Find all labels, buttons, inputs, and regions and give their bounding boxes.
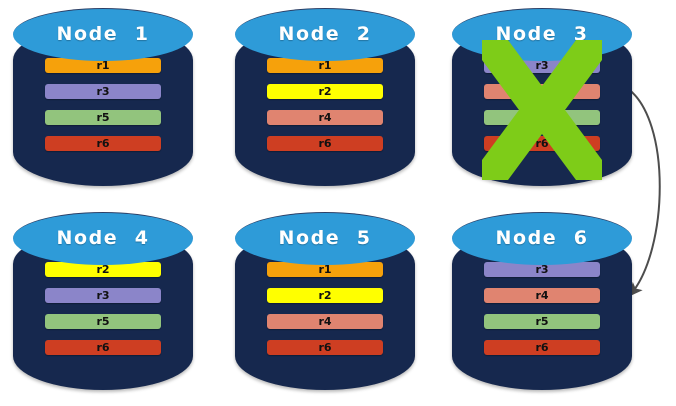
database-node-6[interactable]: r3 r4 r5 r6 Node 6 (452, 212, 632, 390)
replica-bar[interactable]: r1 (267, 262, 383, 277)
replica-bar[interactable]: r5 (45, 314, 161, 329)
replica-list: r1 r2 r4 r6 (267, 58, 383, 162)
replica-bar[interactable]: r3 (484, 262, 600, 277)
database-node-1[interactable]: r1 r3 r5 r6 Node 1 (13, 8, 193, 186)
node-label: Node 4 (56, 227, 150, 249)
replica-bar[interactable]: r6 (267, 136, 383, 151)
node-cylinder-top (13, 8, 193, 61)
replica-list: r2 r3 r5 r6 (45, 262, 161, 366)
replica-list: r1 r2 r4 r6 (267, 262, 383, 366)
replica-bar[interactable]: r4 (267, 314, 383, 329)
database-node-4[interactable]: r2 r3 r5 r6 Node 4 (13, 212, 193, 390)
node-cylinder-top (235, 8, 415, 61)
replica-bar[interactable]: r2 (267, 288, 383, 303)
node-label: Node 2 (278, 23, 372, 45)
replica-bar[interactable]: r6 (267, 340, 383, 355)
replica-bar[interactable]: r2 (267, 84, 383, 99)
replica-list: r3 r4 r5 r6 (484, 262, 600, 366)
replica-bar[interactable]: r5 (484, 110, 600, 125)
replica-bar[interactable]: r1 (267, 58, 383, 73)
replica-list: r1 r3 r5 r6 (45, 58, 161, 162)
replica-bar[interactable]: r3 (45, 84, 161, 99)
replica-bar[interactable]: r6 (484, 136, 600, 151)
replica-bar[interactable]: r6 (484, 340, 600, 355)
node-label: Node 5 (278, 227, 372, 249)
database-node-5[interactable]: r1 r2 r4 r6 Node 5 (235, 212, 415, 390)
replica-bar[interactable]: r5 (484, 314, 600, 329)
node-label: Node 6 (495, 227, 589, 249)
node-cylinder-top (13, 212, 193, 265)
node-cylinder-top (452, 212, 632, 265)
replica-bar[interactable]: r1 (45, 58, 161, 73)
replica-bar[interactable]: r6 (45, 340, 161, 355)
replica-bar[interactable]: r4 (267, 110, 383, 125)
node-label: Node 3 (495, 23, 589, 45)
replica-bar[interactable]: r2 (45, 262, 161, 277)
replica-bar[interactable]: r5 (45, 110, 161, 125)
replica-bar[interactable]: r3 (45, 288, 161, 303)
node-label: Node 1 (56, 23, 150, 45)
database-node-2[interactable]: r1 r2 r4 r6 Node 2 (235, 8, 415, 186)
node-cylinder-top (235, 212, 415, 265)
replica-bar[interactable]: r6 (45, 136, 161, 151)
replica-bar[interactable]: r4 (484, 84, 600, 99)
replica-bar[interactable]: r4 (484, 288, 600, 303)
